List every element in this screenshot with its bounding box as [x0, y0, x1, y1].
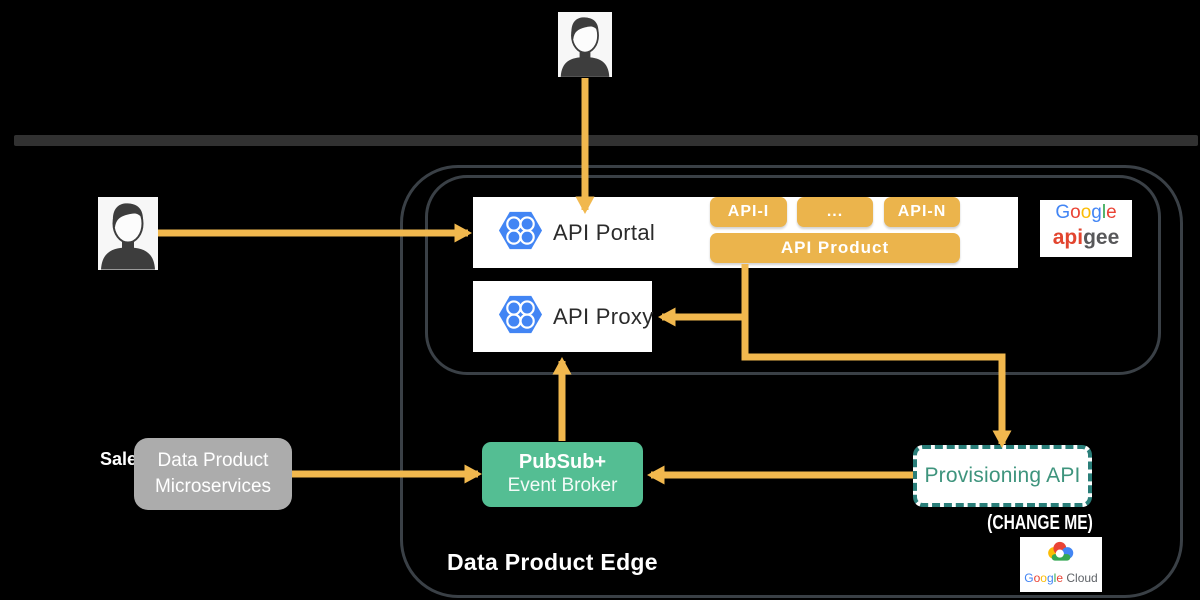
api-hexagon-icon: [497, 292, 544, 339]
api-hexagon-icon: [497, 208, 544, 255]
microservices-line1: Data Product: [157, 450, 269, 471]
clipped-left-text: Sale: [100, 449, 138, 469]
data-product-microservices-node: Data Product Microservices: [134, 438, 292, 510]
provisioning-api-node: Provisioning API: [913, 445, 1092, 507]
api-proxy-label: API Proxy: [553, 304, 654, 329]
pubsub-subtitle: Event Broker: [507, 475, 618, 496]
pubsub-event-broker-node: PubSub+ Event Broker: [482, 442, 643, 507]
api-ellipsis-chip: ...: [797, 197, 873, 227]
data-product-edge-label: Data Product Edge: [447, 549, 658, 575]
top-divider-bar: [14, 135, 1198, 146]
user-avatar-icon: [98, 197, 158, 270]
api-product-bar: API Product: [710, 233, 960, 263]
pubsub-title: PubSub+: [518, 451, 607, 473]
google-cloud-logo: Google Cloud: [1020, 537, 1102, 592]
google-apigee-logo: Google apigee: [1040, 200, 1132, 257]
microservices-line2: Microservices: [154, 476, 272, 497]
api-1-chip: API-I: [710, 197, 787, 227]
google-wordmark: Google: [1055, 202, 1117, 223]
data-product-edge-container: [400, 165, 1183, 598]
api-proxy-node: API Proxy: [473, 281, 654, 352]
user-avatar-icon: [558, 12, 612, 77]
api-n-chip: API-N: [884, 197, 960, 227]
change-me-note: (CHANGE ME): [987, 512, 1093, 534]
google-cloud-icon: [1048, 541, 1074, 561]
api-portal-label: API Portal: [553, 220, 656, 245]
google-cloud-wordmark: Google Cloud: [1024, 571, 1098, 585]
apigee-wordmark: apigee: [1052, 226, 1120, 249]
